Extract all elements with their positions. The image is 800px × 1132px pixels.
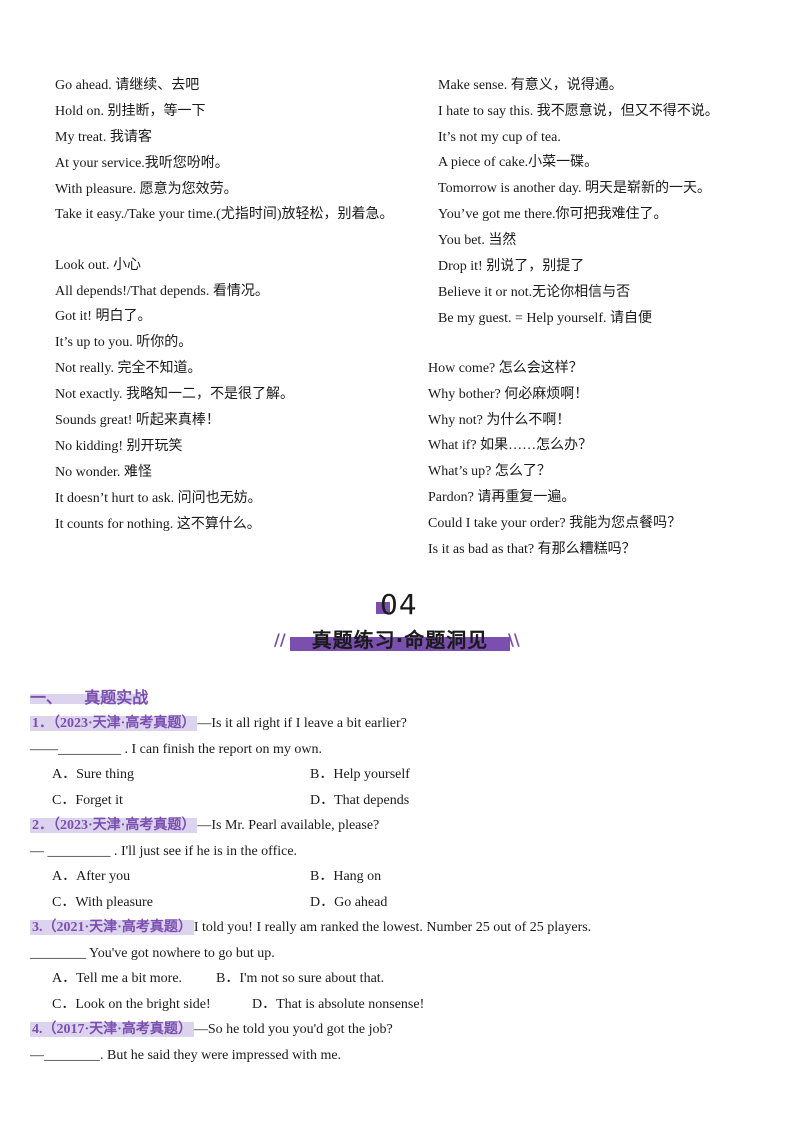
question-answer-line: ________ You've got nowhere to go but up… xyxy=(30,946,275,961)
phrase-item: Tomorrow is another day. 明天是崭新的一天。 xyxy=(438,181,712,196)
phrase-item: Is it as bad as that? 有那么糟糕吗？ xyxy=(428,542,636,557)
phrase-item: All depends!/That depends. 看情况。 xyxy=(55,284,269,299)
question-answer-line: — _________ . I'll just see if he is in … xyxy=(30,844,298,859)
phrase-item: Believe it or not.无论你相信与否 xyxy=(438,285,631,300)
phrase-item: Make sense. 有意义，说得通。 xyxy=(438,78,623,93)
phrase-item: Drop it! 别说了，别提了 xyxy=(438,259,585,274)
phrase-item: Not exactly. 我略知一二，不是很了解。 xyxy=(55,387,295,402)
question-source-tag: 2．（2023·天津·高考真题） xyxy=(30,818,198,833)
phrase-item: It doesn’t hurt to ask. 问问也无妨。 xyxy=(55,491,262,506)
option-a[interactable]: A．After you xyxy=(52,869,131,884)
phrase-item: Go ahead. 请继续、去吧 xyxy=(55,78,200,93)
option-a[interactable]: A．Sure thing xyxy=(52,767,135,782)
option-b[interactable]: B．Hang on xyxy=(310,869,382,884)
option-b[interactable]: B．Help yourself xyxy=(310,767,410,782)
part-heading: 一、 真题实战 xyxy=(30,684,148,708)
phrase-item: Why not? 为什么不啊！ xyxy=(428,413,571,428)
question-source-tag: 4.（2017·天津·高考真题） xyxy=(30,1022,194,1037)
question-text: —So he told you you'd got the job? xyxy=(193,1022,393,1037)
phrase-item: You’ve got me there.你可把我难住了。 xyxy=(438,207,668,222)
phrase-item: Got it! 明白了。 xyxy=(55,309,152,324)
question-stem: 4.（2017·天津·高考真题）—So he told you you'd go… xyxy=(30,1021,393,1039)
question-source-tag: 1．（2023·天津·高考真题） xyxy=(30,716,198,731)
phrase-item: Hold on. 别挂断，等一下 xyxy=(55,104,206,119)
phrase-item: With pleasure. 愿意为您效劳。 xyxy=(55,182,238,197)
phrase-item: Look out. 小心 xyxy=(55,258,141,273)
phrase-item: What if? 如果……怎么办？ xyxy=(428,438,593,453)
option-c[interactable]: C．Look on the bright side! xyxy=(52,997,211,1012)
question-source-tag: 3.（2021·天津·高考真题） xyxy=(30,920,194,935)
phrase-item: I hate to say this. 我不愿意说，但又不得不说。 xyxy=(438,104,719,119)
option-a[interactable]: A．Tell me a bit more. xyxy=(52,971,183,986)
option-b[interactable]: B．I'm not so sure about that. xyxy=(216,971,385,986)
option-c[interactable]: C．Forget it xyxy=(52,793,123,808)
phrase-item: Not really. 完全不知道。 xyxy=(55,361,202,376)
banner-slash-right: \\ xyxy=(508,630,520,649)
phrase-item: It counts for nothing. 这不算什么。 xyxy=(55,517,261,532)
question-text: I told you! I really am ranked the lowes… xyxy=(193,920,592,935)
question-answer-line: ——_________ . I can finish the report on… xyxy=(30,742,323,757)
phrase-item: Sounds great! 听起来真棒！ xyxy=(55,413,220,428)
phrase-item: Take it easy./Take your time.(尤指时间)放轻松，别… xyxy=(55,207,394,222)
question-stem: 2．（2023·天津·高考真题）—Is Mr. Pearl available,… xyxy=(30,817,379,835)
option-d[interactable]: D．That depends xyxy=(310,793,410,808)
option-c[interactable]: C．With pleasure xyxy=(52,895,153,910)
banner-slash-left: // xyxy=(274,630,286,649)
phrase-item: Could I take your order? 我能为您点餐吗？ xyxy=(428,516,682,531)
question-stem: 1．（2023·天津·高考真题）—Is it all right if I le… xyxy=(30,715,407,733)
section-title: 真题练习·命题洞见 xyxy=(311,628,489,652)
phrase-item: You bet. 当然 xyxy=(438,233,517,248)
option-d[interactable]: D．That is absolute nonsense! xyxy=(252,997,425,1012)
phrase-item: At your service.我听您吩咐。 xyxy=(55,156,229,171)
phrase-item: Why bother? 何必麻烦啊！ xyxy=(428,387,589,402)
question-text: —Is Mr. Pearl available, please? xyxy=(197,818,380,833)
phrase-item: My treat. 我请客 xyxy=(55,130,152,145)
phrase-item: No kidding! 别开玩笑 xyxy=(55,439,183,454)
question-text: —Is it all right if I leave a bit earlie… xyxy=(197,716,407,731)
phrase-item: No wonder. 难怪 xyxy=(55,465,152,480)
section-number: 04 xyxy=(372,588,428,622)
question-stem: 3.（2021·天津·高考真题）I told you! I really am … xyxy=(30,919,591,937)
phrase-item: Be my guest. = Help yourself. 请自便 xyxy=(438,311,652,326)
phrase-item: It’s not my cup of tea. xyxy=(438,130,561,145)
section-banner-highlight xyxy=(290,637,510,651)
section-number-text: 04 xyxy=(380,588,418,621)
phrase-item: It’s up to you. 听你的。 xyxy=(55,335,193,350)
section-number-accent xyxy=(376,602,390,614)
phrase-item: How come? 怎么会这样？ xyxy=(428,361,583,376)
phrase-item: Pardon? 请再重复一遍。 xyxy=(428,490,576,505)
part-heading-text: 一、 真题实战 xyxy=(30,688,149,707)
phrase-item: What’s up? 怎么了？ xyxy=(428,464,551,479)
option-d[interactable]: D．Go ahead xyxy=(310,895,388,910)
question-answer-line: —________. But he said they were impress… xyxy=(30,1048,342,1063)
section-banner: // \\ 真题练习·命题洞见 xyxy=(272,624,528,654)
phrase-item: A piece of cake.小菜一碟。 xyxy=(438,155,599,170)
